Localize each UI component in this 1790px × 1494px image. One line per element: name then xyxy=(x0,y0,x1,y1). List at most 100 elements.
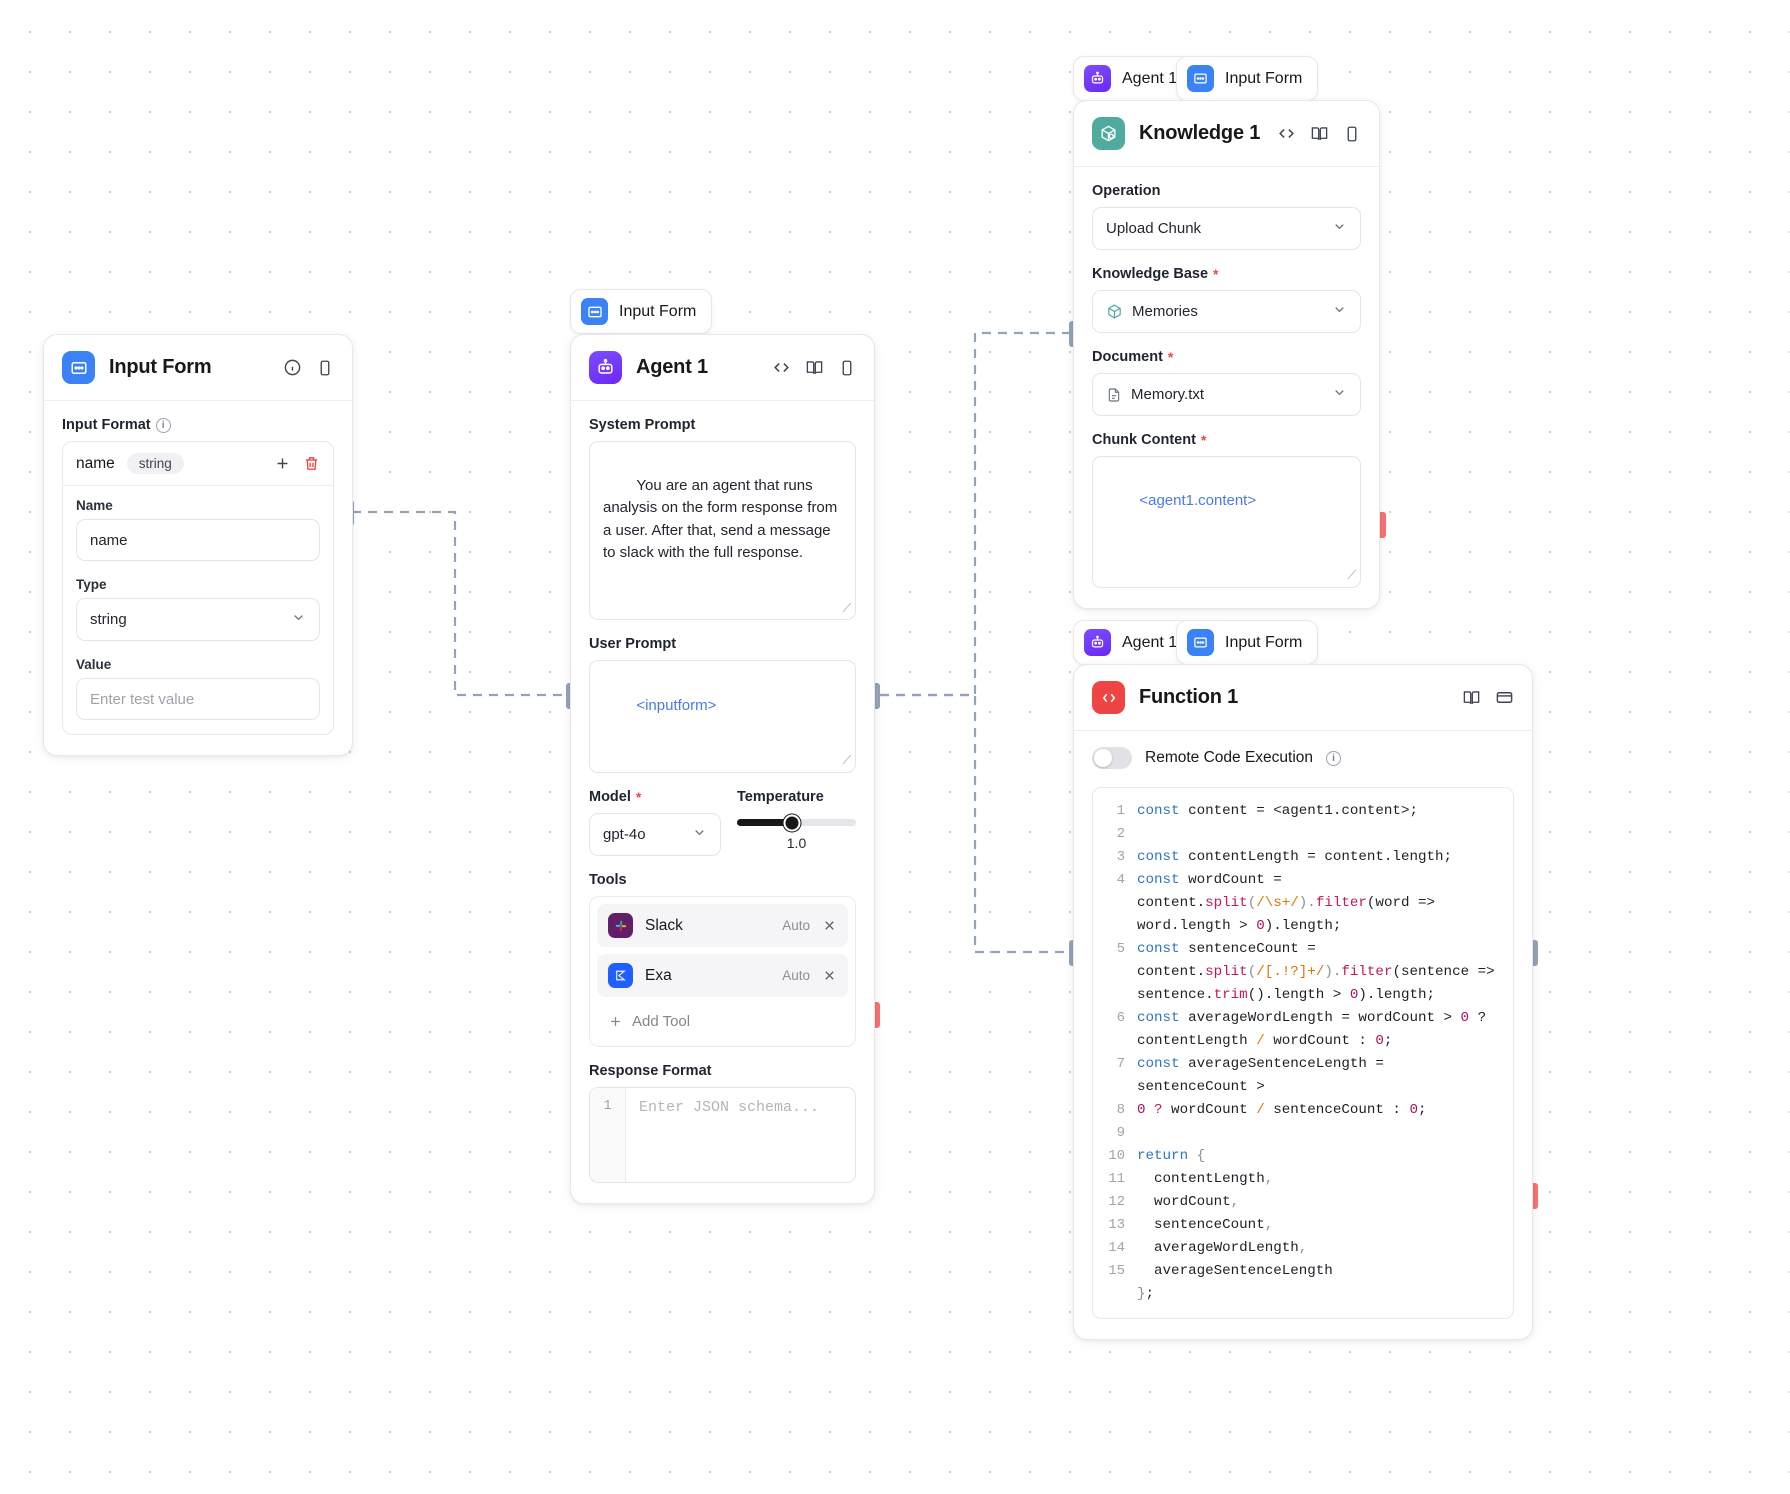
code-icon[interactable] xyxy=(1277,124,1296,143)
chunk-content-textarea[interactable]: <agent1.content> ⟋ xyxy=(1092,456,1361,588)
input-form-icon xyxy=(1187,65,1214,92)
name-input[interactable]: name xyxy=(76,519,320,561)
code-line: return { xyxy=(1137,1148,1206,1164)
code-line-number: 8 xyxy=(1116,1102,1125,1118)
code-line-number: 11 xyxy=(1108,1171,1125,1187)
chevron-down-icon xyxy=(291,610,306,629)
tools-box: Slack Auto Exa Auto Add Tool xyxy=(589,896,856,1048)
page-title: Agent 1 xyxy=(636,356,708,378)
tool-item-slack[interactable]: Slack Auto xyxy=(597,904,848,948)
node-input-form[interactable]: Input Form Input Format i name string Na… xyxy=(43,334,353,756)
code-line: const averageSentenceLength = sentenceCo… xyxy=(1137,1056,1393,1095)
badge-input-form-agent[interactable]: Input Form xyxy=(570,289,713,334)
value-label: Value xyxy=(76,657,112,672)
code-line-number: 3 xyxy=(1116,849,1125,865)
book-icon[interactable] xyxy=(1310,124,1329,143)
port-canvas-left-edge[interactable] xyxy=(1529,940,1538,966)
code-line-number xyxy=(1093,892,1125,915)
page-title: Knowledge 1 xyxy=(1139,122,1261,144)
book-icon[interactable] xyxy=(805,358,824,377)
phone-icon[interactable] xyxy=(838,359,856,377)
plus-icon[interactable] xyxy=(274,455,291,472)
close-icon[interactable] xyxy=(822,968,837,983)
close-icon[interactable] xyxy=(822,918,837,933)
badge-agent-knowledge[interactable]: Agent 1 xyxy=(1073,56,1194,101)
input-form-header: Input Form xyxy=(44,335,352,401)
add-tool-button[interactable]: Add Tool xyxy=(597,1004,848,1039)
knowledge-icon xyxy=(1092,117,1125,150)
info-icon[interactable] xyxy=(283,358,302,377)
code-line-number: 13 xyxy=(1108,1217,1125,1233)
port-agent-out[interactable] xyxy=(871,683,880,709)
input-format-entry-row[interactable]: name string xyxy=(63,442,333,486)
code-line: const averageWordLength = wordCount > 0 … xyxy=(1137,1010,1487,1026)
code-line-number: 5 xyxy=(1116,941,1125,957)
port-knowledge-out[interactable] xyxy=(1377,512,1386,538)
code-line: }; xyxy=(1137,1286,1155,1302)
plus-icon xyxy=(608,1014,623,1029)
system-prompt-textarea[interactable]: You are an agent that runs analysis on t… xyxy=(589,441,856,621)
code-line: content.split(/\s+/).filter(word => xyxy=(1137,895,1436,911)
user-prompt-textarea[interactable]: <inputform> ⟋ xyxy=(589,660,856,774)
resize-handle[interactable]: ⟋ xyxy=(1347,568,1356,583)
code-line: const sentenceCount = xyxy=(1137,941,1316,957)
line-gutter: 1 xyxy=(590,1088,626,1183)
agent-header: Agent 1 xyxy=(571,335,874,401)
response-format-editor[interactable]: 1 Enter JSON schema... xyxy=(589,1087,856,1184)
chevron-down-icon xyxy=(692,825,707,844)
response-format-label: Response Format xyxy=(589,1063,712,1080)
code-line xyxy=(1137,823,1499,846)
code-line-number: 1 xyxy=(1116,803,1125,819)
input-form-body: Input Format i name string Name name Typ… xyxy=(44,401,352,755)
tools-label: Tools xyxy=(589,872,627,889)
resize-handle[interactable]: ⟋ xyxy=(842,753,851,768)
node-knowledge[interactable]: Knowledge 1 Operation Upload Chunk Knowl… xyxy=(1073,100,1380,609)
entry-name: name xyxy=(76,454,115,472)
info-icon[interactable]: i xyxy=(1326,750,1342,766)
tool-mode: Auto xyxy=(782,968,810,984)
page-title: Input Form xyxy=(109,356,212,378)
code-line xyxy=(1137,1122,1499,1145)
temperature-slider-handle[interactable] xyxy=(783,814,801,832)
trash-icon[interactable] xyxy=(303,455,320,472)
code-line-number: 15 xyxy=(1108,1263,1125,1279)
code-line-number xyxy=(1093,915,1125,938)
resize-handle[interactable]: ⟋ xyxy=(842,600,851,615)
value-input[interactable]: Enter test value xyxy=(76,678,320,720)
badge-label: Input Form xyxy=(1225,633,1303,651)
book-icon[interactable] xyxy=(1462,688,1481,707)
knowledge-body: Operation Upload Chunk Knowledge Base * … xyxy=(1074,167,1379,608)
code-line: const content = <agent1.content>; xyxy=(1137,803,1418,819)
name-label: Name xyxy=(76,498,113,513)
input-form-icon xyxy=(1187,629,1214,656)
phone-icon[interactable] xyxy=(1343,125,1361,143)
remote-code-execution-label: Remote Code Execution xyxy=(1145,749,1314,766)
phone-icon[interactable] xyxy=(316,359,334,377)
badge-inputform-knowledge[interactable]: Input Form xyxy=(1176,56,1319,101)
port-agent-error-out[interactable] xyxy=(871,1002,880,1028)
model-select[interactable]: gpt-4o xyxy=(589,813,721,857)
node-agent[interactable]: Agent 1 System Prompt You are an agent t… xyxy=(570,334,875,1205)
window-icon[interactable] xyxy=(1495,688,1514,707)
remote-code-execution-toggle[interactable] xyxy=(1092,747,1132,769)
type-select[interactable]: string xyxy=(76,598,320,641)
knowledge-base-select[interactable]: Memories xyxy=(1092,290,1361,333)
document-select[interactable]: Memory.txt xyxy=(1092,373,1361,416)
tool-item-exa[interactable]: Exa Auto xyxy=(597,954,848,998)
badge-inputform-function[interactable]: Input Form xyxy=(1176,620,1319,665)
code-icon[interactable] xyxy=(772,358,791,377)
code-content[interactable]: const content = <agent1.content>; const … xyxy=(1137,800,1513,1306)
badge-label: Agent 1 xyxy=(1122,69,1178,87)
temperature-slider[interactable] xyxy=(737,814,856,832)
slack-icon xyxy=(608,913,633,939)
badge-agent-function[interactable]: Agent 1 xyxy=(1073,620,1194,665)
operation-select[interactable]: Upload Chunk xyxy=(1092,207,1361,250)
port-function-out[interactable] xyxy=(1529,1183,1538,1209)
input-format-label: Input Format i xyxy=(62,417,334,433)
info-icon[interactable]: i xyxy=(155,417,171,433)
